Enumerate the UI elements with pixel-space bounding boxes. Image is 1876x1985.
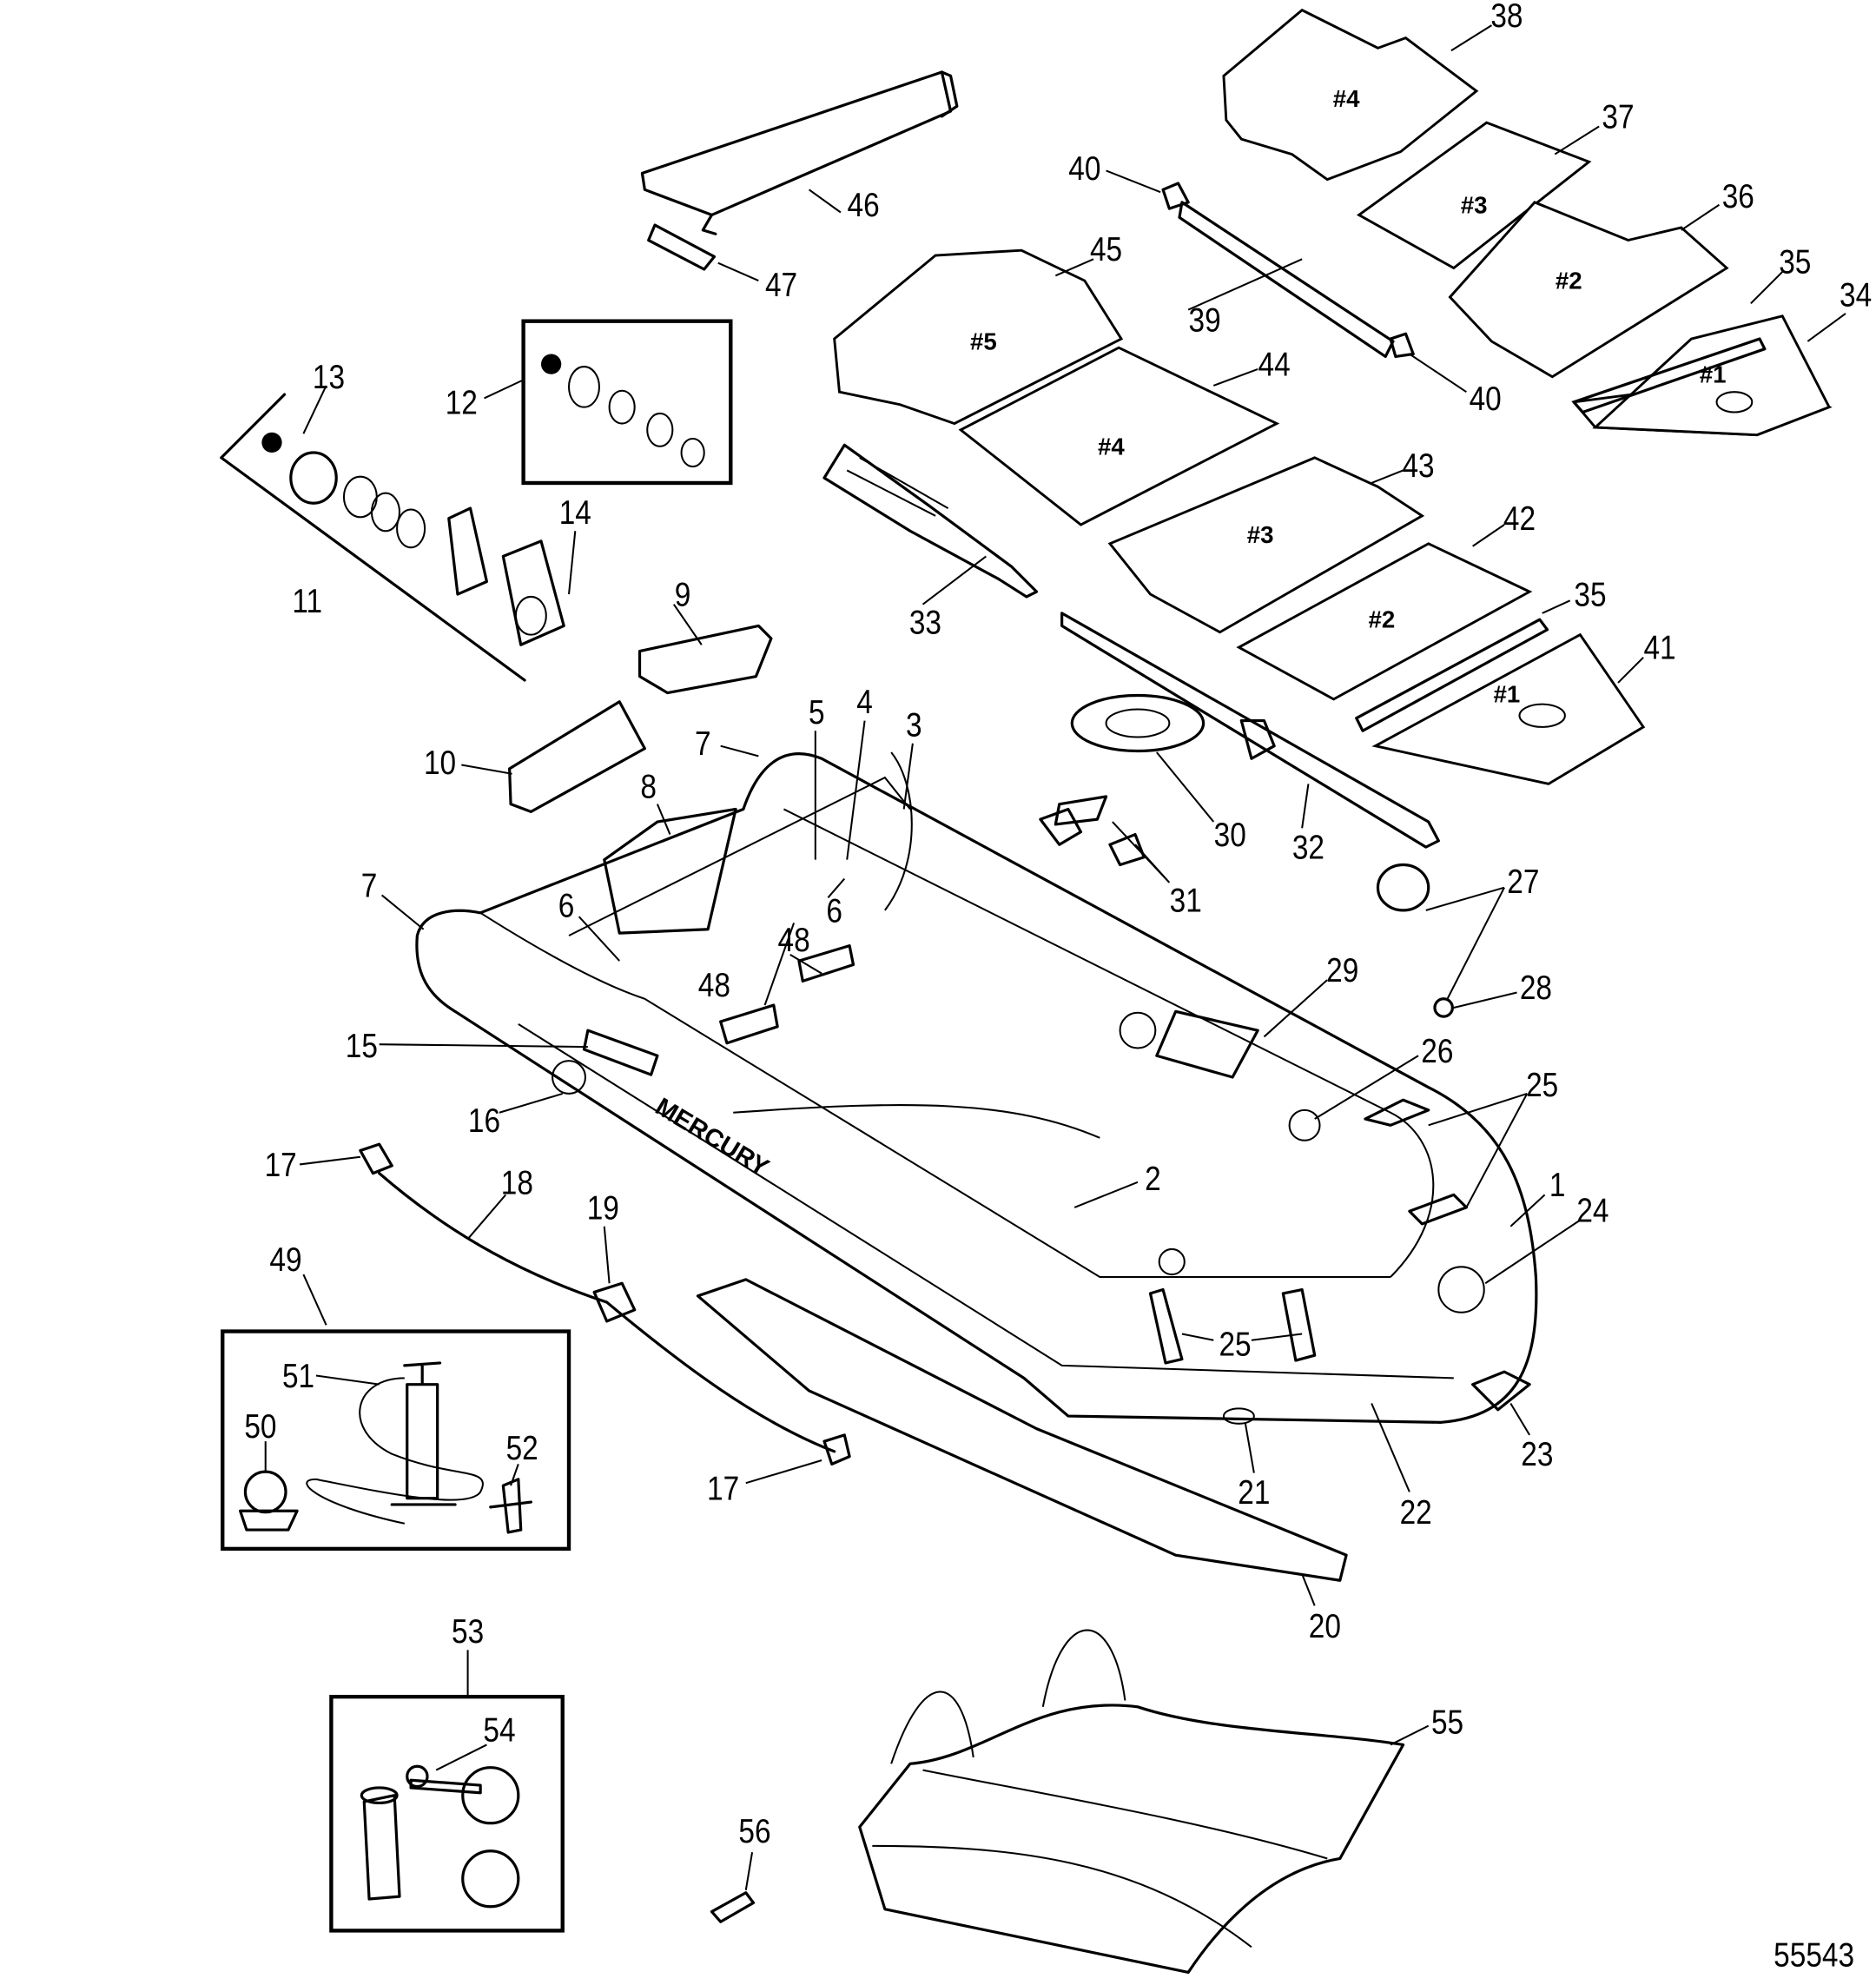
callout-number: 15 [346, 1027, 378, 1065]
callout-number: 46 [848, 186, 880, 224]
callout-number: 52 [506, 1428, 538, 1466]
callout-number: 42 [1503, 500, 1536, 538]
callout-number: 31 [1170, 881, 1202, 919]
callout-number: 12 [446, 383, 478, 421]
callout-number: 47 [765, 265, 797, 303]
callout-number: 14 [559, 493, 591, 531]
callout-number: 7 [695, 725, 711, 763]
storage-bag [858, 1629, 1405, 1975]
floor-panel-label: #1 [1700, 361, 1727, 387]
callout-number: 30 [1214, 815, 1246, 853]
parts-9-10 [508, 624, 773, 813]
callout-number: 6 [558, 886, 575, 924]
brand-decal: MERCURY [651, 1093, 774, 1182]
callout-number: 48 [778, 920, 810, 958]
callout-number: 55 [1431, 1703, 1463, 1741]
callout-number: 54 [483, 1710, 515, 1749]
callout-number: 44 [1258, 345, 1291, 383]
callout-number: 41 [1643, 628, 1675, 666]
callout-number: 32 [1292, 828, 1324, 866]
floor-panel-label: #2 [1368, 606, 1395, 633]
callout-number: 11 [292, 581, 322, 619]
repair-kit [329, 1694, 565, 1933]
callout-number: 18 [501, 1163, 533, 1201]
floor-panel-label: #4 [1333, 85, 1360, 112]
callout-number: 35 [1574, 575, 1606, 613]
callout-number: 8 [640, 767, 657, 805]
inflatable-boat-hull: MERCURY [415, 751, 1538, 1425]
callout-number: 37 [1602, 97, 1634, 136]
callout-number: 53 [452, 1611, 484, 1650]
floor-panel-labels: #4 #3 #2 #1 #5 #4 #3 #2 #1 [970, 85, 1727, 708]
floor-panel-label: #3 [1461, 191, 1488, 218]
callout-number: 2 [1145, 1159, 1161, 1197]
floor-panel-label: #5 [970, 328, 997, 354]
callout-number: 28 [1520, 969, 1552, 1007]
callout-number: 10 [424, 744, 456, 782]
callout-number: 17 [265, 1145, 297, 1183]
callout-number: 51 [282, 1356, 314, 1394]
pump-kit [221, 1329, 571, 1552]
callout-number: 1 [1549, 1166, 1566, 1204]
callout-number: 33 [909, 603, 941, 641]
callout-number: 22 [1400, 1493, 1432, 1532]
callout-number: 25 [1526, 1066, 1558, 1104]
callout-number: 4 [856, 683, 873, 721]
callout-number: 21 [1238, 1472, 1270, 1511]
callout-number: 3 [906, 705, 922, 744]
callout-number: 20 [1309, 1607, 1341, 1645]
callout-number: 36 [1722, 176, 1754, 215]
figure-number: 55543 [1774, 1935, 1854, 1974]
keel-strip-and-line [359, 1142, 1348, 1582]
callout-labels: 3837363534403940464745444342354113121411… [244, 0, 1872, 1850]
floor-panel-label: #3 [1247, 521, 1274, 548]
callout-number: 25 [1219, 1325, 1251, 1363]
floor-panel-label: #2 [1556, 268, 1582, 294]
callout-number: 17 [707, 1469, 739, 1507]
callout-number: 5 [809, 692, 825, 731]
seat-part-46 [640, 70, 959, 271]
callout-number: 9 [675, 575, 691, 613]
callout-number: 13 [313, 358, 345, 396]
callout-number: 48 [698, 966, 730, 1004]
floor-panel-label: #1 [1494, 681, 1521, 708]
callout-number: 34 [1840, 275, 1872, 314]
callout-number: 35 [1779, 242, 1811, 281]
valve-kit [220, 319, 733, 682]
floor-panel-set-lower [833, 248, 1646, 785]
callout-number: 24 [1576, 1191, 1608, 1229]
adhesive-tube [710, 1891, 756, 1923]
callout-number: 49 [269, 1241, 301, 1279]
leader-lines [264, 24, 1846, 1891]
oar-and-pole [822, 443, 1440, 849]
callout-number: 27 [1507, 862, 1539, 900]
callout-number: 23 [1521, 1435, 1553, 1473]
callout-number: 43 [1402, 447, 1434, 485]
callout-number: 39 [1189, 301, 1221, 339]
callout-number: 50 [244, 1407, 276, 1446]
floor-panel-label: #4 [1098, 433, 1125, 460]
callout-number: 29 [1326, 950, 1358, 989]
callout-number: 45 [1090, 230, 1122, 268]
callout-number: 16 [468, 1101, 500, 1139]
callout-number: 26 [1421, 1031, 1453, 1069]
callout-number: 6 [826, 891, 842, 930]
callout-number: 7 [361, 866, 378, 904]
callout-number: 40 [1470, 379, 1502, 417]
floor-panel-set-upper [1161, 8, 1833, 437]
callout-number: 56 [738, 1811, 770, 1849]
callout-number: 38 [1490, 0, 1523, 35]
callout-number: 19 [587, 1188, 619, 1227]
callout-number: 40 [1068, 149, 1100, 187]
